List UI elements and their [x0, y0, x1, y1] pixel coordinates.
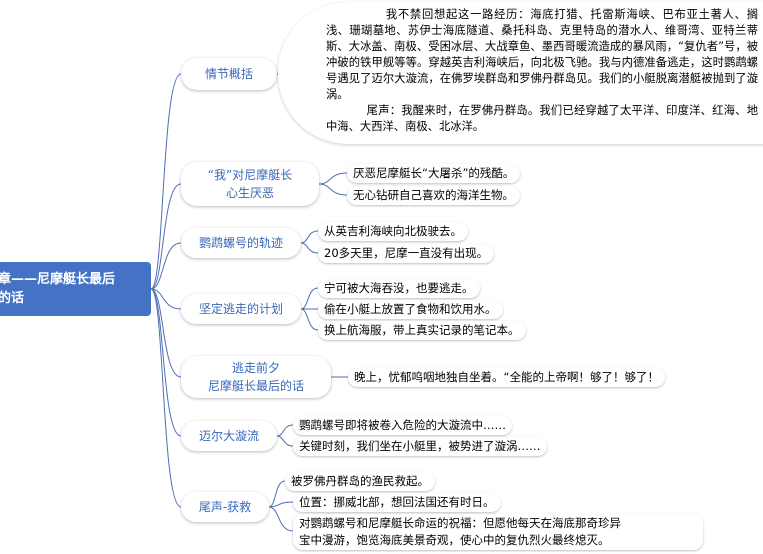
branch-label-line-1: “我”对尼摩艇长 [207, 168, 293, 182]
leaf-maelstrom-1: 鹦鹉螺号即将被卷入危险的大漩流中…… [293, 416, 512, 435]
leaf-plan-2: 偷在小艇上放置了食物和饮用水。 [318, 300, 503, 319]
branch-epilogue-rescue[interactable]: 尾声-获救 [181, 492, 269, 522]
leaf-rescue-blessing: 对鹦鹉螺号和尼摩艇长命运的祝福：但愿他每天在海底那奇珍异 宝中漫游，饱览海底美景… [293, 514, 703, 550]
leaf-connector-7 [300, 308, 319, 331]
branch-nautilus-route[interactable]: 鹦鹉螺号的轨迹 [181, 228, 301, 258]
leaf-maelstrom-2: 关键时刻，我们坐在小艇里，被势进了漩涡…… [293, 437, 547, 456]
root-connector-6 [150, 288, 182, 508]
root-connector-0 [150, 73, 182, 290]
blessing-line-2: 宝中漫游，饱览海底美景奇观，使心中的复仇烈火最终熄灭。 [299, 533, 610, 547]
leaf-disgust-1: 厌恶尼摩艇长“大屠杀”的残酷。 [347, 164, 521, 183]
branch-label: 尾声-获救 [198, 500, 252, 514]
root-title-line-2: 的话 [0, 291, 25, 306]
branch-label: 迈尔大漩流 [198, 429, 259, 443]
leaf-connector-9 [276, 424, 294, 437]
root-node[interactable]: 章——尼摩艇长最后 的话 [0, 262, 151, 316]
branch-escape-plan[interactable]: 坚定逃走的计划 [181, 294, 301, 324]
root-connector-5 [150, 288, 182, 437]
leaf-plan-3: 换上航海服，带上真实记录的笔记本。 [318, 321, 526, 340]
leaf-connector-4 [300, 242, 319, 254]
summary-paragraph-1: 我不禁回想起这一路经历：海底打猎、托雷斯海峡、巴布亚土著人、搁浅、珊瑚墓地、苏伊… [326, 8, 758, 101]
branch-label: 鹦鹉螺号的轨迹 [198, 236, 283, 250]
root-connector-2 [150, 242, 182, 290]
branch-label-line-2: 心生厌恶 [225, 186, 274, 200]
branch-maelstrom[interactable]: 迈尔大漩流 [181, 421, 277, 451]
leaf-rescue-2: 位置：挪威北部，想回法国还有时日。 [293, 493, 501, 512]
root-connector-1 [150, 183, 182, 290]
root-connector-4 [150, 288, 182, 378]
leaf-connector-10 [276, 435, 294, 447]
root-connector-3 [150, 288, 182, 310]
leaf-plan-1: 宁可被大海吞没，也要逃走。 [318, 279, 480, 298]
leaf-connector-1 [318, 172, 348, 185]
leaf-connector-3 [300, 230, 319, 244]
leaf-connector-13 [268, 506, 294, 532]
branch-label-line-1: 逃走前夕 [231, 361, 280, 375]
leaf-rescue-1: 被罗佛丹群岛的渔民救起。 [285, 472, 435, 491]
leaf-connector-2 [318, 183, 348, 196]
plot-summary-text: 我不禁回想起这一路经历：海底打猎、托雷斯海峡、巴布亚土著人、搁浅、珊瑚墓地、苏伊… [278, 2, 763, 144]
leaf-disgust-2: 无心钻研自己喜欢的海洋生物。 [347, 186, 520, 205]
branch-label: 坚定逃走的计划 [198, 302, 283, 316]
branch-label: 情节概括 [204, 67, 253, 81]
summary-paragraph-2: 尾声：我醒来时，在罗佛丹群岛。我们已经穿越了太平洋、印度洋、红海、地中海、大西洋… [326, 104, 758, 133]
blessing-line-1: 对鹦鹉螺号和尼摩艇长命运的祝福：但愿他每天在海底那奇珍异 [299, 516, 621, 530]
leaf-connector-5 [300, 287, 319, 310]
leaf-connector-11 [268, 480, 286, 508]
leaf-connector-12 [268, 501, 294, 508]
leaf-last-words: 晚上，忧郁呜咽地独自坐着。“全能的上帝啊！够了！够了！ [348, 368, 665, 387]
branch-nemo-last-words[interactable]: 逃走前夕 尼摩艇长最后的话 [181, 356, 331, 398]
branch-disgust-toward-nemo[interactable]: “我”对尼摩艇长 心生厌恶 [181, 162, 319, 206]
root-title-line-1: 章——尼摩艇长最后 [0, 272, 116, 287]
leaf-route-1: 从英吉利海峡向北极驶去。 [318, 222, 468, 241]
branch-label-line-2: 尼摩艇长最后的话 [207, 379, 304, 393]
leaf-route-2: 20多天里，尼摩一直没有出现。 [318, 244, 495, 263]
branch-plot-summary[interactable]: 情节概括 [181, 58, 277, 90]
